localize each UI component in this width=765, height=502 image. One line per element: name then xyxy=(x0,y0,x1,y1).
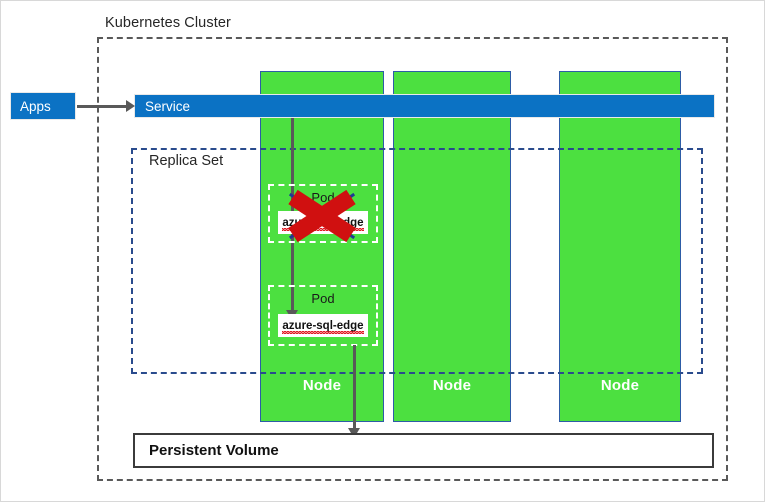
node-column-2: Node xyxy=(393,71,511,422)
persistent-volume-box: Persistent Volume xyxy=(133,433,714,468)
kubernetes-cluster-boundary xyxy=(97,37,728,481)
container-box-2: azure-sql-edge xyxy=(278,314,368,337)
node-column-3: Node xyxy=(559,71,681,422)
replica-set-label: Replica Set xyxy=(149,153,224,169)
replica-set-boundary xyxy=(131,148,703,374)
apps-to-service-arrow-head xyxy=(126,100,135,112)
kubernetes-cluster-label: Kubernetes Cluster xyxy=(105,15,231,31)
node-label-3: Node xyxy=(600,377,640,394)
node-label-1: Node xyxy=(302,377,342,394)
pod-label-1: Pod xyxy=(311,190,335,205)
container-box-1: azure-sql-edge xyxy=(278,211,368,234)
pod-1: Pod azure-sql-edge xyxy=(268,184,378,243)
apps-box: Apps xyxy=(10,92,76,120)
container-name-2: azure-sql-edge xyxy=(282,319,364,334)
node-label-2: Node xyxy=(432,377,472,394)
apps-to-service-arrow-line xyxy=(77,105,128,108)
service-label: Service xyxy=(145,98,191,114)
pod-to-persistent-volume-arrow-line xyxy=(353,345,356,431)
pod-label-2: Pod xyxy=(311,291,335,306)
service-bar: Service xyxy=(134,94,715,118)
container-name-1: azure-sql-edge xyxy=(282,216,364,231)
apps-label: Apps xyxy=(20,98,51,114)
node-column-1: Node xyxy=(260,71,384,422)
pod-2: Pod azure-sql-edge xyxy=(268,285,378,346)
persistent-volume-label: Persistent Volume xyxy=(149,442,279,459)
